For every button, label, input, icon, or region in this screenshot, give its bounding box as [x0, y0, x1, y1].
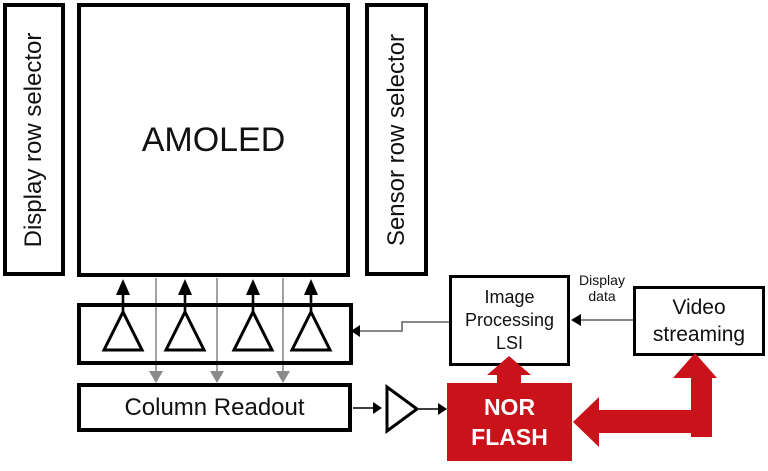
- nor-flash-block: NOR FLASH: [447, 383, 572, 461]
- display-data-line1: Display: [579, 272, 625, 288]
- nor-flash-line1: NOR: [483, 394, 536, 420]
- lsi-to-amplifier-connector: [351, 321, 449, 337]
- video-label-line1: Video: [672, 296, 726, 319]
- video-label-line2: streaming: [652, 323, 746, 346]
- display-row-selector-block: Display row selector: [3, 3, 65, 276]
- display-data-line2: data: [588, 288, 616, 304]
- display-row-selector-label: Display row selector: [20, 32, 47, 247]
- readout-to-buffer-connector: [353, 402, 382, 414]
- video-streaming-block: Video streaming: [633, 286, 765, 356]
- amoled-label: AMOLED: [141, 120, 286, 159]
- image-processing-lsi-block: Image Processing LSI: [449, 275, 570, 366]
- lsi-label-line2: Processing: [464, 310, 555, 330]
- lsi-label-line1: Image: [484, 287, 535, 307]
- amoled-panel-block: AMOLED: [77, 3, 350, 277]
- sensor-row-selector-label: Sensor row selector: [382, 33, 410, 246]
- video-to-norflash-red-arrow: [573, 397, 712, 447]
- amplifier-buffer-icon: [385, 384, 420, 434]
- display-data-label: Display data: [570, 272, 634, 304]
- video-streaming-red-arrow: [673, 353, 717, 437]
- buffer-to-norflash-connector: [417, 403, 447, 415]
- amplifier-array-block: [77, 303, 353, 365]
- sensor-row-selector-block: Sensor row selector: [365, 3, 428, 276]
- lsi-label-line3: LSI: [495, 333, 524, 353]
- column-readout-label: Column Readout: [124, 393, 305, 421]
- column-readout-block: Column Readout: [77, 383, 352, 432]
- video-to-lsi-connector: [571, 314, 633, 326]
- nor-flash-line2: FLASH: [471, 424, 548, 450]
